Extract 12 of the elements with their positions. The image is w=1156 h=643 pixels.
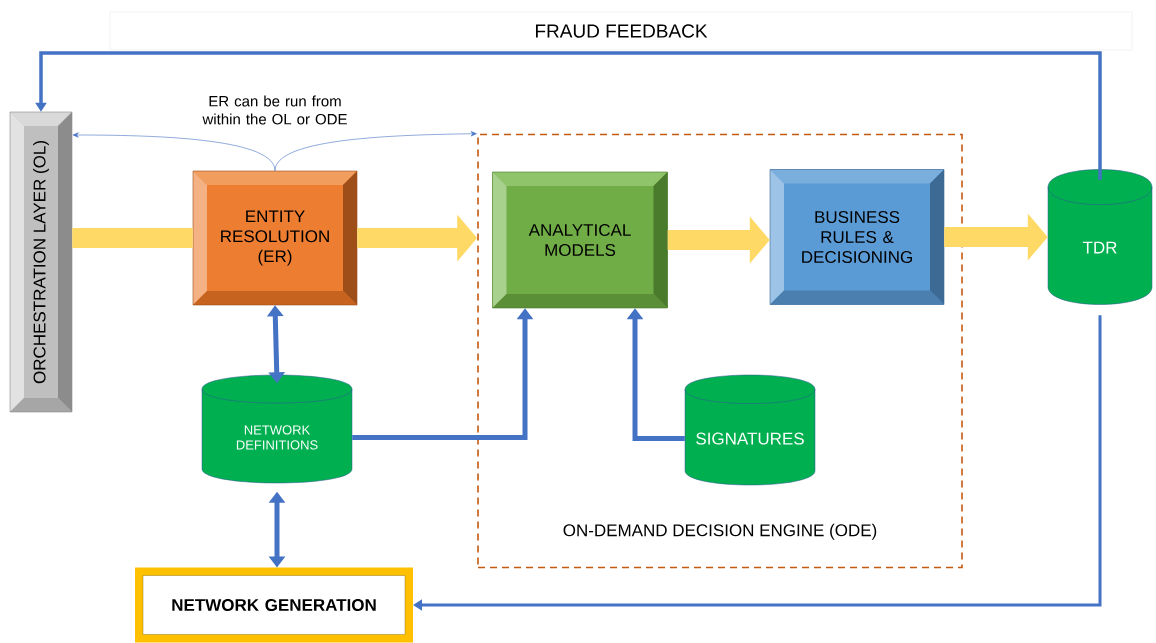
arrow	[274, 131, 477, 172]
arrow	[72, 132, 276, 172]
bevel-box: ANALYTICAL MODELS	[492, 171, 668, 309]
database-cylinder: TDR	[1047, 169, 1153, 305]
bevel-box: ENTITY RESOLUTION (ER)	[192, 170, 358, 306]
database-cylinder: SIGNATURES	[684, 374, 816, 486]
database-cylinder: NETWORK DEFINITIONS	[201, 374, 353, 484]
edge-label: FRAUD FEEDBACK	[109, 11, 1133, 51]
process-box: NETWORK GENERATION	[135, 567, 413, 643]
bevel-box: ORCHESTRATION LAYER (OL)	[9, 111, 73, 413]
bevel-box: BUSINESS RULES & DECISIONING	[769, 169, 945, 305]
note-text: ER can be run from within the OL or ODE	[202, 95, 347, 125]
